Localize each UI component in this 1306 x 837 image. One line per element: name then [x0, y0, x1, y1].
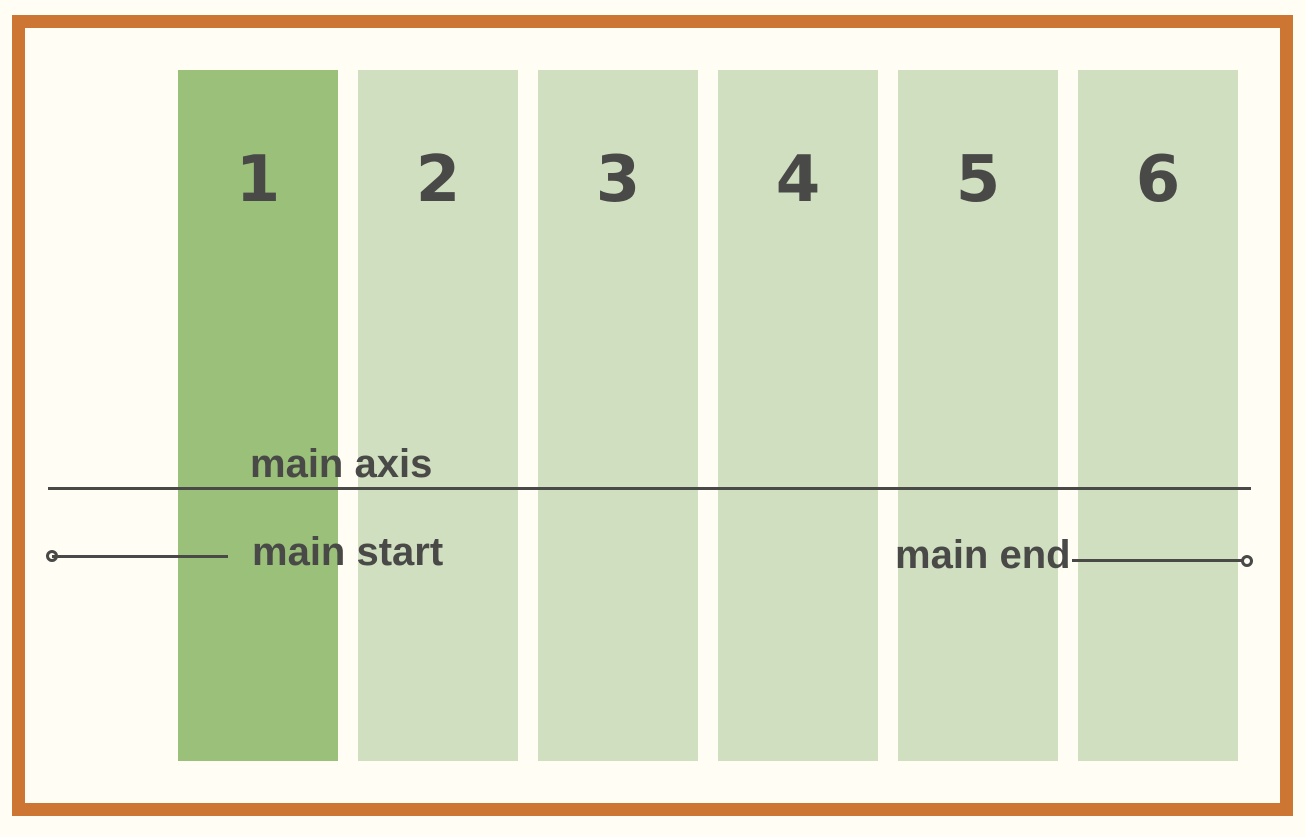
main-end-point-icon	[1241, 555, 1253, 567]
flex-item-3: 3	[538, 70, 698, 761]
flex-item-2: 2	[358, 70, 518, 761]
flex-item-6: 6	[1078, 70, 1238, 761]
main-end-label: main end	[895, 533, 1071, 577]
main-axis-label: main axis	[250, 442, 433, 486]
flex-container-frame	[12, 15, 1293, 816]
flex-item-number: 6	[1135, 143, 1181, 217]
flex-item-number: 5	[955, 143, 1001, 217]
flex-item-4: 4	[718, 70, 878, 761]
main-start-label: main start	[252, 530, 444, 574]
flex-item-number: 3	[595, 143, 641, 217]
flex-item-number: 1	[235, 143, 281, 217]
flex-item-number: 2	[415, 143, 461, 217]
main-axis-line	[48, 487, 1251, 490]
main-end-line	[1072, 559, 1242, 562]
flex-item-number: 4	[775, 143, 821, 217]
flex-item-1: 1	[178, 70, 338, 761]
flex-item-5: 5	[898, 70, 1058, 761]
main-start-line	[52, 555, 228, 558]
